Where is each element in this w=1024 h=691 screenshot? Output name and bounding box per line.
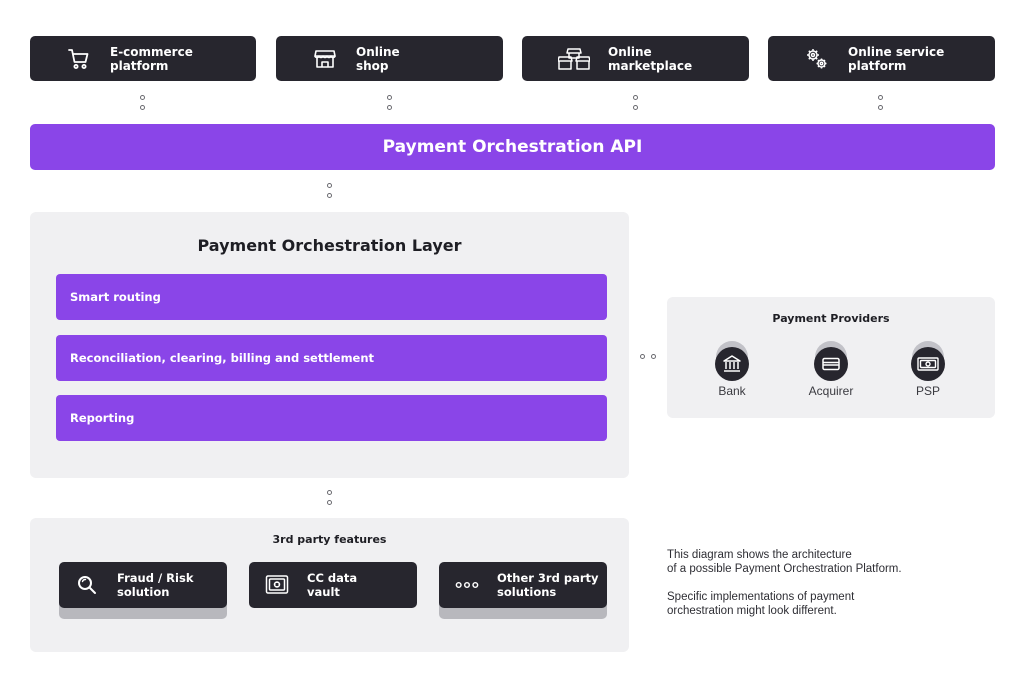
ellipsis-icon [455, 573, 479, 597]
feature-label: Other 3rd party solutions [497, 571, 599, 599]
connector-dots [387, 95, 393, 115]
channel-online-shop: Online shop [276, 36, 503, 81]
cart-icon [66, 46, 92, 72]
third-party-panel: 3rd party features Fraud / Risk solution… [30, 518, 629, 652]
function-label: Reporting [70, 411, 135, 425]
channel-label: Online service platform [848, 44, 945, 73]
orchestration-layer-panel: Payment Orchestration Layer Smart routin… [30, 212, 629, 478]
channel-label: E-commerce platform [110, 44, 193, 73]
card-icon [814, 347, 848, 381]
gears-icon [804, 46, 830, 72]
provider-psp: PSP [898, 341, 958, 398]
provider-label: Bank [718, 384, 746, 398]
third-party-title: 3rd party features [272, 533, 387, 546]
function-label: Reconciliation, clearing, billing and se… [70, 351, 375, 365]
connector-dots [878, 95, 884, 115]
implementation-note: Specific implementations of payment orch… [667, 591, 855, 617]
channel-label: Online shop [356, 44, 400, 73]
connector-dots [140, 95, 146, 115]
function-reporting: Reporting [56, 395, 607, 441]
function-smart-routing: Smart routing [56, 274, 607, 320]
feature-other-solutions: Other 3rd party solutions [439, 562, 607, 619]
marketplace-icon [558, 46, 590, 72]
payment-providers-panel: Payment Providers Bank Acquirer [667, 297, 995, 418]
feature-label: CC data vault [307, 571, 358, 599]
function-reconciliation: Reconciliation, clearing, billing and se… [56, 335, 607, 381]
magnifier-icon [75, 573, 99, 597]
connector-dots [640, 354, 656, 359]
banknote-icon [911, 347, 945, 381]
diagram-description: This diagram shows the architecture of a… [667, 549, 902, 575]
channel-label: Online marketplace [608, 44, 693, 73]
provider-label: Acquirer [808, 384, 854, 398]
function-label: Smart routing [70, 290, 161, 304]
api-label: Payment Orchestration API [382, 137, 643, 157]
provider-bank: Bank [702, 341, 762, 398]
providers-title: Payment Providers [772, 312, 890, 325]
connector-dots [327, 490, 333, 510]
provider-label: PSP [915, 384, 940, 398]
payment-orchestration-api-bar: Payment Orchestration API [30, 124, 995, 170]
feature-label: Fraud / Risk solution [117, 571, 194, 599]
channel-ecommerce-platform: E-commerce platform [30, 36, 256, 81]
feature-cc-data-vault: CC data vault [249, 562, 417, 619]
layer-title: Payment Orchestration Layer [197, 236, 462, 255]
connector-dots [327, 183, 333, 203]
storefront-icon [312, 46, 338, 72]
feature-fraud-risk: Fraud / Risk solution [59, 562, 227, 619]
channel-online-marketplace: Online marketplace [522, 36, 749, 81]
safe-icon [265, 573, 289, 597]
channel-online-service-platform: Online service platform [768, 36, 995, 81]
bank-icon [715, 347, 749, 381]
connector-dots [633, 95, 639, 115]
provider-acquirer: Acquirer [801, 341, 861, 398]
